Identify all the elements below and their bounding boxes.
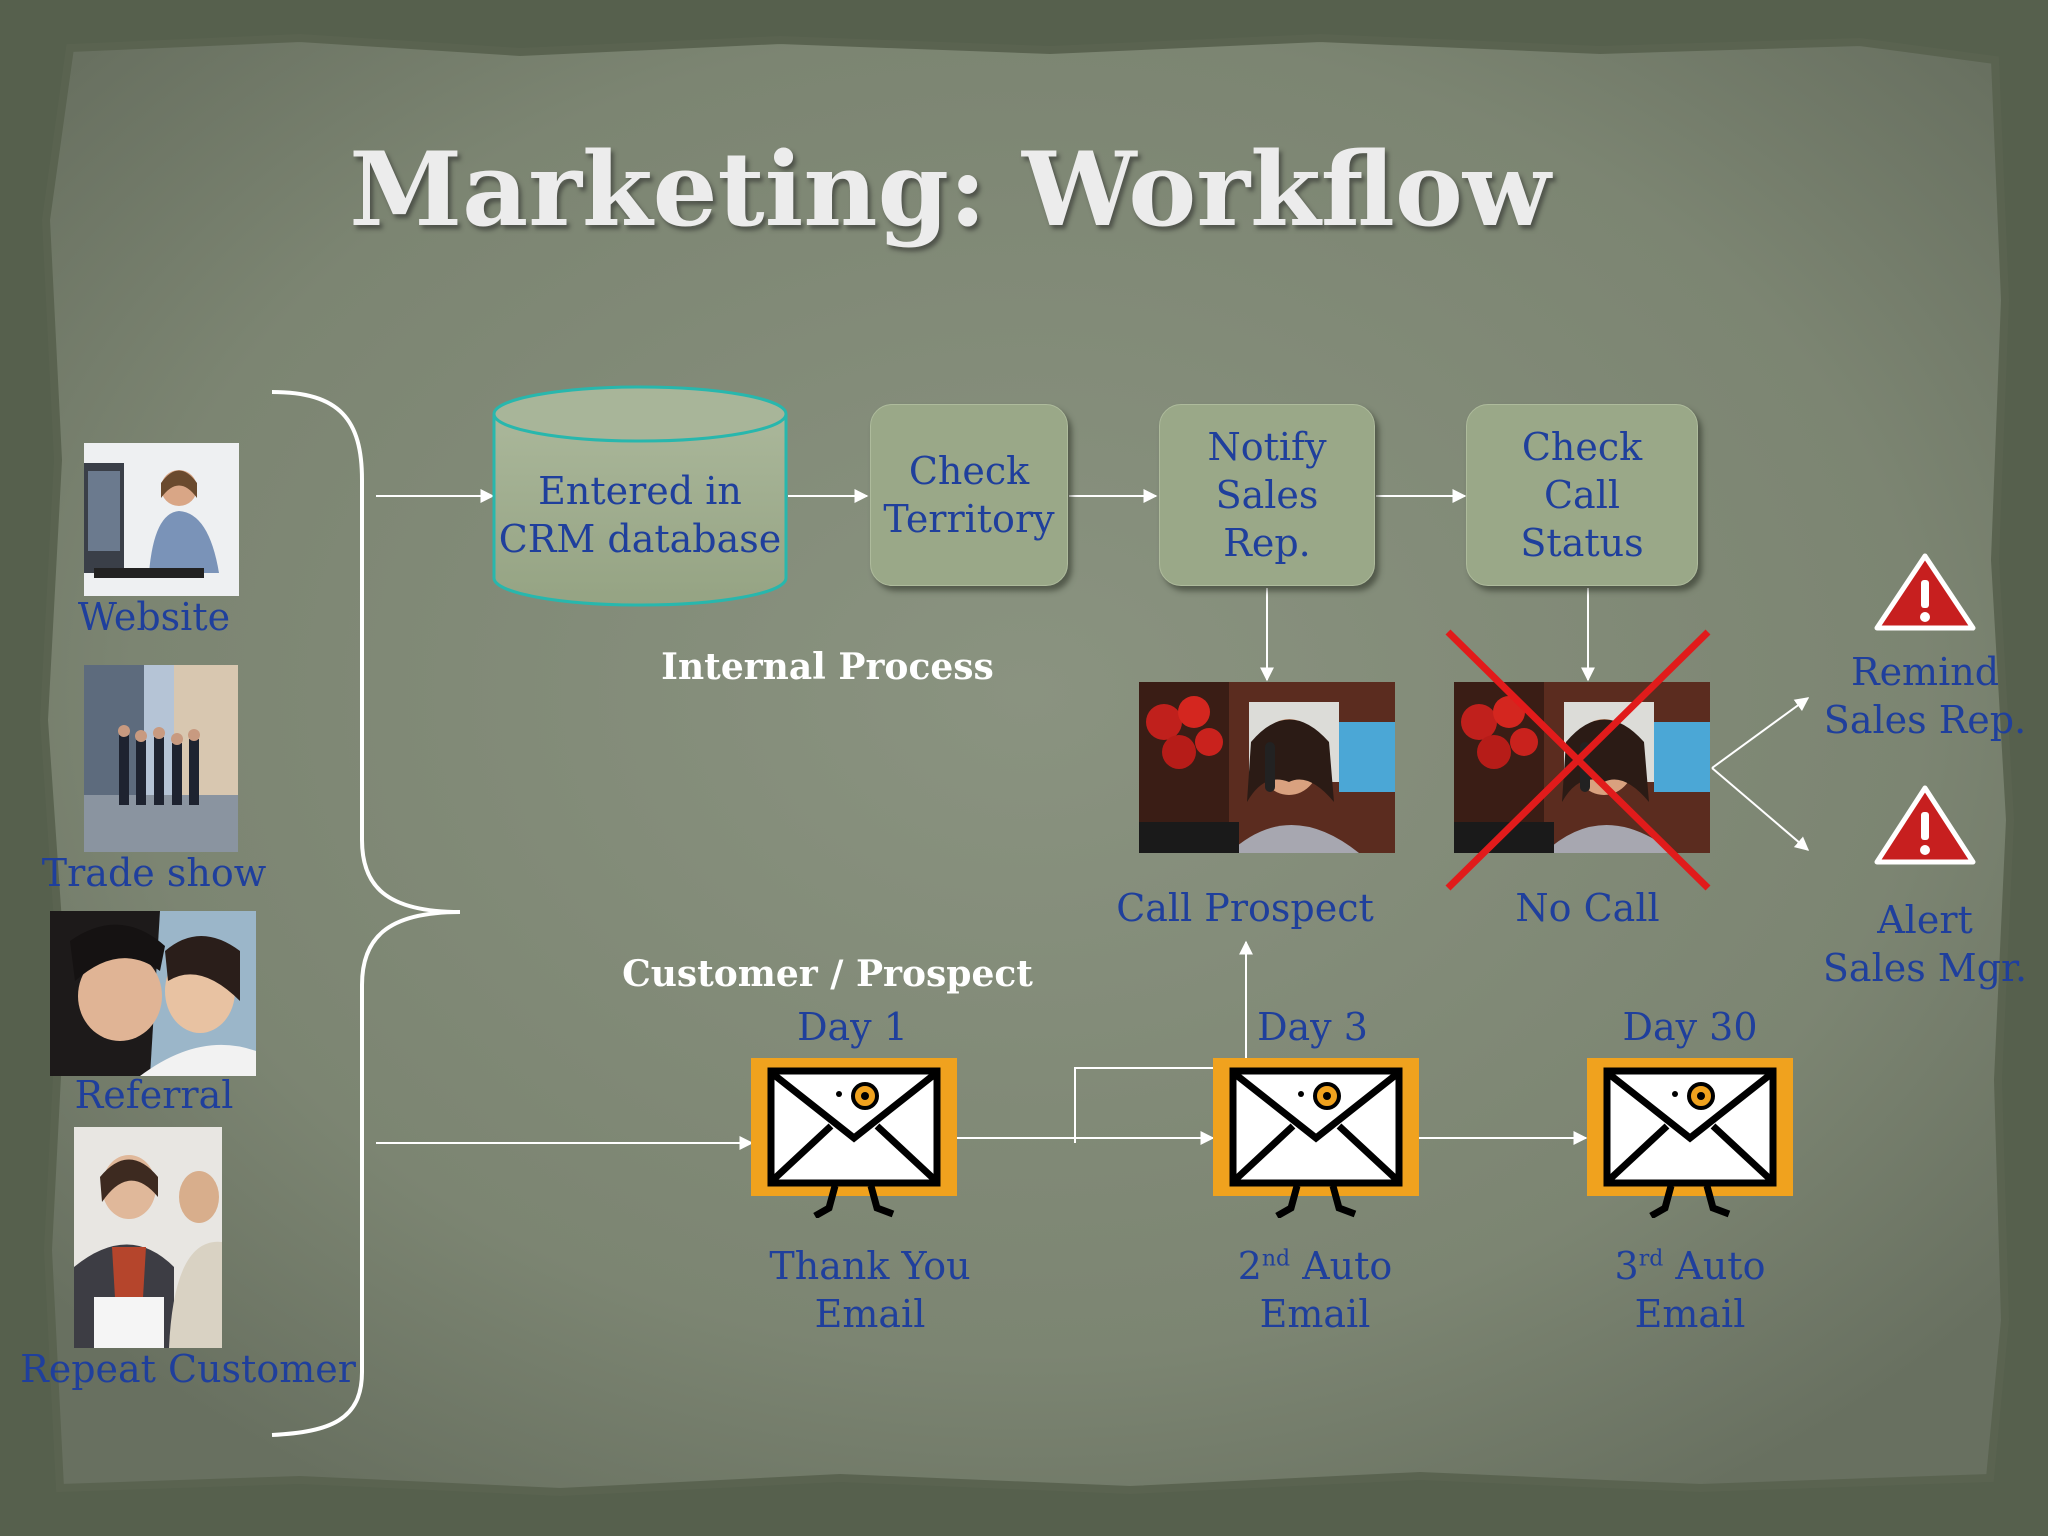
- thank-you-line2: Email: [814, 1292, 926, 1336]
- connector-day3-bracket: [1074, 1067, 1213, 1143]
- no-call-label: No Call: [1515, 886, 1660, 930]
- email-envelope-day1: [751, 1058, 961, 1220]
- second-ordinal-suffix: nd: [1261, 1246, 1291, 1272]
- third-ordinal-suffix: rd: [1638, 1246, 1664, 1272]
- call-prospect-photo: [1139, 682, 1395, 853]
- second-ordinal-number: 2: [1237, 1244, 1262, 1288]
- source-label-referral: Referral: [74, 1073, 234, 1117]
- remind-sales-rep-label: Remind Sales Rep.: [1810, 648, 2040, 744]
- call-prospect-label: Call Prospect: [1116, 886, 1374, 930]
- source-brace: [271, 390, 461, 1437]
- repeat-customer-photo: [74, 1127, 222, 1348]
- check-territory-line2: Territory: [883, 497, 1055, 541]
- database-shape: [492, 385, 788, 607]
- warning-icon-remind: [1874, 553, 1976, 631]
- internal-process-label: Internal Process: [661, 646, 994, 688]
- check-territory-line1: Check: [908, 449, 1030, 493]
- envelope-icon: [751, 1058, 957, 1220]
- day-30-label: Day 30: [1622, 1005, 1758, 1049]
- database-label-line2: CRM database: [498, 517, 782, 561]
- thank-you-line1: Thank You: [769, 1244, 971, 1288]
- check-call-line2: Call: [1543, 473, 1621, 517]
- day-3-label: Day 3: [1257, 1005, 1368, 1049]
- check-territory-box: Check Territory: [870, 404, 1068, 586]
- no-call-photo: [1454, 682, 1710, 853]
- alert-line1: Alert: [1877, 898, 1973, 942]
- warning-icon-alert: [1874, 785, 1976, 865]
- referral-photo: [50, 911, 256, 1076]
- source-label-trade-show: Trade show: [41, 851, 267, 895]
- notify-line3: Rep.: [1223, 521, 1311, 565]
- day-1-label: Day 1: [797, 1005, 908, 1049]
- envelope-icon: [1587, 1058, 1793, 1220]
- third-auto-text: Auto: [1663, 1244, 1766, 1288]
- database-label-line1: Entered in: [538, 469, 742, 513]
- website-photo: [84, 443, 239, 596]
- trade-show-photo: [84, 665, 238, 852]
- third-auto-email-label: 3rd Auto Email: [1570, 1242, 1810, 1338]
- source-label-repeat-customer: Repeat Customer: [20, 1347, 356, 1391]
- second-email-line2: Email: [1259, 1292, 1371, 1336]
- email-envelope-day30: [1587, 1058, 1797, 1220]
- arrow-to-alert: [1711, 767, 1810, 851]
- slide-title: Marketing: Workflow: [349, 130, 1551, 250]
- remind-line1: Remind: [1850, 650, 2000, 694]
- customer-prospect-label: Customer / Prospect: [622, 953, 1033, 995]
- second-auto-email-label: 2nd Auto Email: [1195, 1242, 1435, 1338]
- alert-line2: Sales Mgr.: [1822, 946, 2028, 990]
- email-envelope-day3: [1213, 1058, 1423, 1220]
- check-call-line3: Status: [1520, 521, 1644, 565]
- thank-you-email-label: Thank You Email: [740, 1242, 1000, 1338]
- arrow-to-remind: [1711, 697, 1810, 769]
- envelope-icon: [1213, 1058, 1419, 1220]
- alert-sales-mgr-label: Alert Sales Mgr.: [1810, 896, 2040, 992]
- third-email-line2: Email: [1634, 1292, 1746, 1336]
- third-ordinal-number: 3: [1614, 1244, 1639, 1288]
- second-auto-text: Auto: [1290, 1244, 1393, 1288]
- notify-line2: Sales: [1215, 473, 1319, 517]
- notify-line1: Notify: [1207, 425, 1327, 469]
- remind-line2: Sales Rep.: [1823, 698, 2027, 742]
- database-label: Entered in CRM database: [494, 467, 786, 563]
- check-call-status-box: Check Call Status: [1466, 404, 1698, 586]
- check-call-line1: Check: [1521, 425, 1643, 469]
- notify-sales-rep-box: Notify Sales Rep.: [1159, 404, 1375, 586]
- source-label-website: Website: [77, 595, 231, 639]
